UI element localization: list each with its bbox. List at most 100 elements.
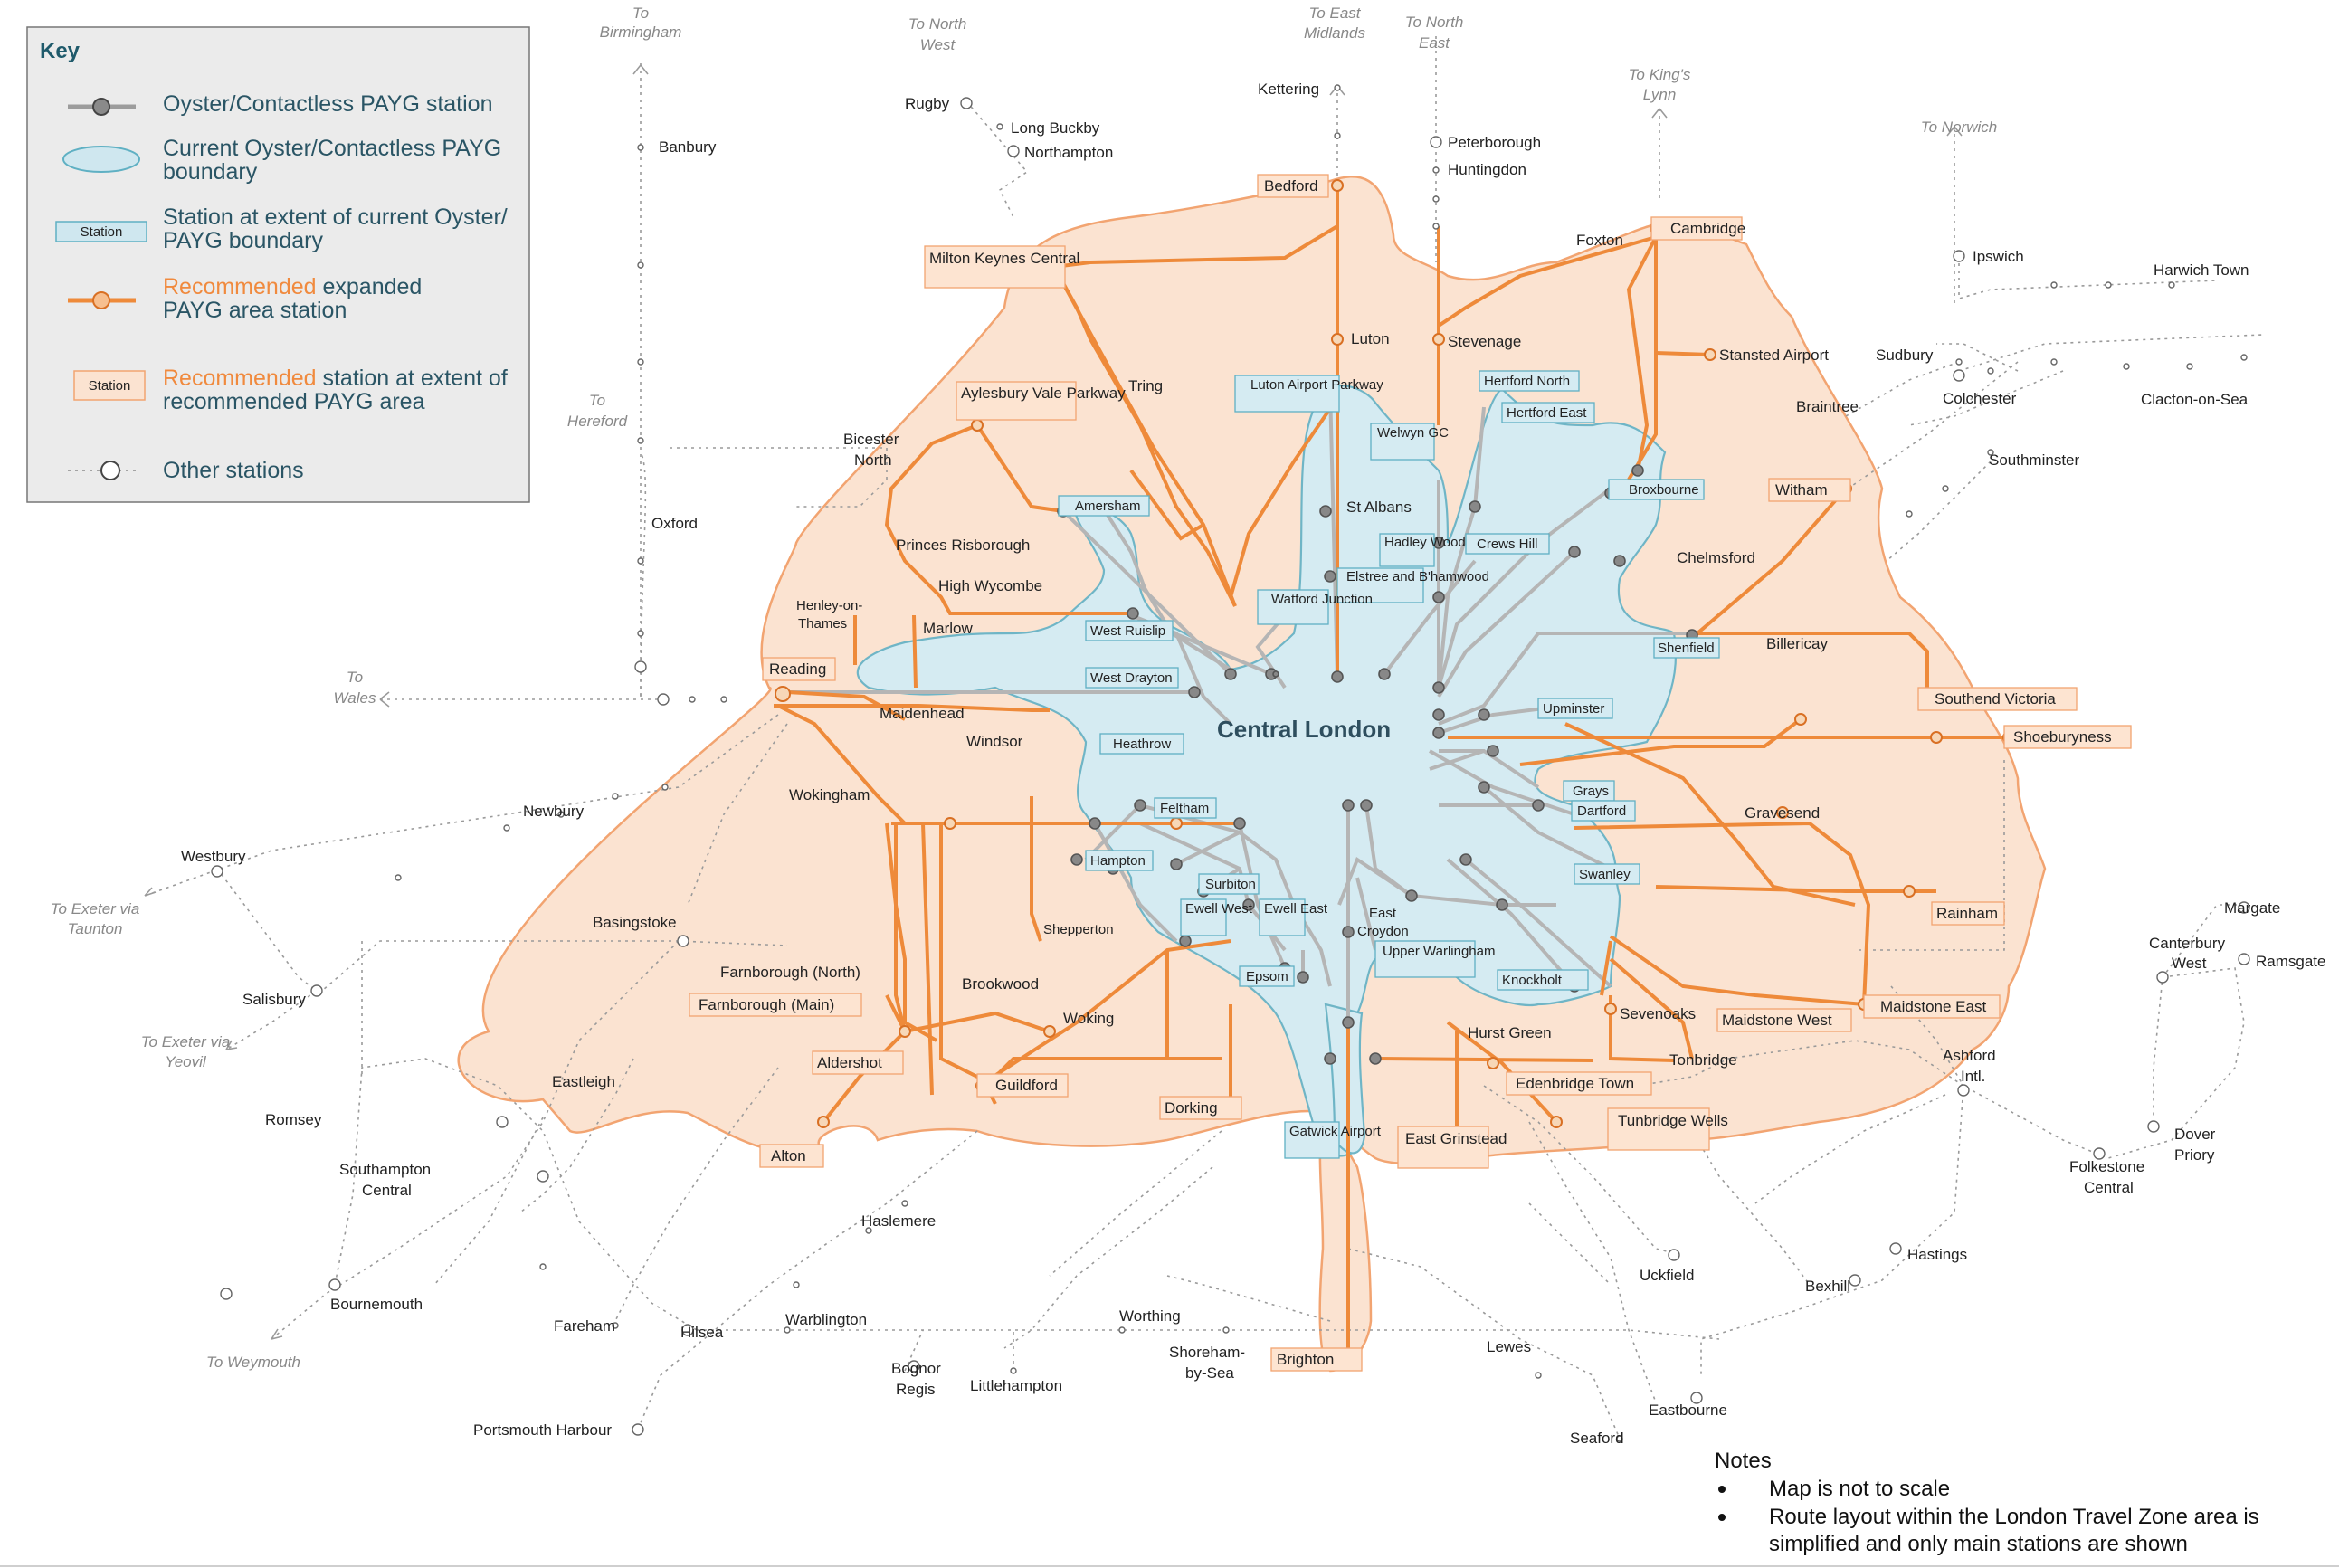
central-london-label: Central London bbox=[1217, 716, 1391, 743]
to-exeter-taunton-2: Taunton bbox=[68, 920, 123, 937]
current-boundary-labels: Amersham West Ruislip West Drayton Heath… bbox=[1058, 370, 1720, 1159]
to-exeter-yeovil-1: To Exeter via bbox=[141, 1033, 231, 1050]
station-dorking: Dorking bbox=[1165, 1099, 1218, 1117]
station-luton-airport-parkway: Luton Airport Parkway bbox=[1250, 377, 1383, 393]
station-hadley-wood: Hadley Wood bbox=[1384, 535, 1466, 550]
svg-text:Recommended station at extent: Recommended station at extent of bbox=[163, 366, 508, 391]
label-woking: Woking bbox=[1063, 1010, 1114, 1027]
station-guildford: Guildford bbox=[995, 1077, 1058, 1094]
to-east-midlands-1: To East bbox=[1308, 5, 1361, 22]
label-foxton: Foxton bbox=[1576, 232, 1623, 249]
key-recommended-extent-label-2: recommended PAYG area bbox=[163, 389, 425, 414]
station-dartford: Dartford bbox=[1577, 803, 1626, 819]
to-north-east-1: To North bbox=[1405, 14, 1464, 31]
label-stevenage: Stevenage bbox=[1448, 333, 1521, 350]
to-weymouth: To Weymouth bbox=[206, 1354, 300, 1371]
label-bognor-1: Bognor bbox=[891, 1360, 941, 1377]
key-current-extent-sample: Station bbox=[81, 224, 123, 240]
key-recommended-extent-label-1: station at extent of bbox=[317, 366, 508, 391]
station-grays: Grays bbox=[1573, 784, 1609, 799]
key-expanded-station-label-1: expanded bbox=[317, 274, 423, 299]
key-title: Key bbox=[40, 39, 81, 63]
to-kings-lynn-1: To King's bbox=[1629, 66, 1691, 83]
label-bicester-north-2: North bbox=[854, 451, 892, 469]
label-hastings: Hastings bbox=[1907, 1246, 1967, 1263]
label-shepperton: Shepperton bbox=[1043, 922, 1114, 937]
station-ewell-west: Ewell West bbox=[1185, 901, 1253, 917]
label-folkestone-2: Central bbox=[2084, 1179, 2134, 1196]
label-southampton-2: Central bbox=[362, 1182, 412, 1199]
label-billericay: Billericay bbox=[1766, 635, 1829, 652]
station-witham: Witham bbox=[1775, 481, 1828, 499]
label-dover-1: Dover bbox=[2174, 1126, 2216, 1143]
station-aylesbury-vale-parkway: Aylesbury Vale Parkway bbox=[961, 385, 1126, 402]
label-huntingdon: Huntingdon bbox=[1448, 161, 1526, 178]
map-key: Key Oyster/Contactless PAYG station Curr… bbox=[26, 26, 530, 503]
to-birmingham-1: To bbox=[632, 5, 649, 22]
label-sevenoaks: Sevenoaks bbox=[1620, 1005, 1696, 1022]
label-east-croydon-1: East bbox=[1369, 906, 1397, 921]
station-feltham: Feltham bbox=[1160, 801, 1209, 816]
label-eastleigh: Eastleigh bbox=[552, 1073, 615, 1090]
to-norwich: To Norwich bbox=[1921, 119, 1997, 136]
key-current-boundary-label-1: Current Oyster/Contactless PAYG bbox=[163, 136, 501, 161]
notes: Notes Map is not to scale Route layout w… bbox=[1715, 1449, 2259, 1556]
to-north-east-2: East bbox=[1419, 34, 1450, 52]
station-aldershot: Aldershot bbox=[817, 1054, 882, 1071]
label-ashford-2: Intl. bbox=[1961, 1068, 1985, 1085]
svg-text:Recommended expanded: Recommended expanded bbox=[163, 274, 422, 299]
label-east-croydon-2: Croydon bbox=[1357, 924, 1409, 939]
station-edenbridge-town: Edenbridge Town bbox=[1516, 1075, 1634, 1092]
to-birmingham-2: Birmingham bbox=[600, 24, 682, 41]
label-shoreham-1: Shoreham- bbox=[1169, 1344, 1245, 1361]
key-oyster-station-label: Oyster/Contactless PAYG station bbox=[163, 91, 493, 117]
label-romsey: Romsey bbox=[265, 1111, 322, 1128]
station-labels: Kettering Rugby Long Buckby Northampton … bbox=[181, 81, 2325, 1447]
label-southampton-1: Southampton bbox=[339, 1161, 431, 1178]
label-peterborough: Peterborough bbox=[1448, 134, 1541, 151]
label-bicester-north-1: Bicester bbox=[843, 431, 899, 448]
station-maidstone-west: Maidstone West bbox=[1722, 1012, 1832, 1029]
station-gatwick-airport: Gatwick Airport bbox=[1289, 1124, 1382, 1139]
station-heathrow: Heathrow bbox=[1113, 736, 1171, 752]
label-marlow: Marlow bbox=[923, 620, 974, 637]
station-maidstone-east: Maidstone East bbox=[1880, 998, 1986, 1015]
station-shoeburyness: Shoeburyness bbox=[2013, 728, 2112, 746]
label-portsmouth-harbour: Portsmouth Harbour bbox=[473, 1421, 612, 1439]
station-milton-keynes-central: Milton Keynes Central bbox=[929, 250, 1079, 267]
station-watford-junction: Watford Junction bbox=[1271, 592, 1373, 607]
station-west-drayton: West Drayton bbox=[1090, 670, 1173, 686]
station-rainham: Rainham bbox=[1936, 905, 1998, 922]
label-uckfield: Uckfield bbox=[1640, 1267, 1694, 1284]
label-westbury: Westbury bbox=[181, 848, 246, 865]
station-swanley: Swanley bbox=[1579, 867, 1631, 882]
label-folkestone-1: Folkestone bbox=[2069, 1158, 2144, 1175]
label-braintree: Braintree bbox=[1796, 398, 1859, 415]
label-ramsgate: Ramsgate bbox=[2256, 953, 2325, 970]
label-chelmsford: Chelmsford bbox=[1677, 549, 1755, 566]
label-oxford: Oxford bbox=[651, 515, 698, 532]
label-worthing: Worthing bbox=[1119, 1307, 1181, 1325]
label-bognor-2: Regis bbox=[896, 1381, 935, 1398]
label-southminster: Southminster bbox=[1989, 451, 2079, 469]
key-expanded-station-label-highlight: Recommended bbox=[163, 274, 317, 299]
label-tring: Tring bbox=[1128, 377, 1163, 394]
label-canterbury-west-2: West bbox=[2172, 955, 2207, 972]
station-epsom: Epsom bbox=[1246, 969, 1288, 984]
label-long-buckby: Long Buckby bbox=[1011, 119, 1100, 137]
label-warblington: Warblington bbox=[785, 1311, 867, 1328]
key-current-extent-label-1: Station at extent of current Oyster/ bbox=[163, 204, 508, 230]
station-crews-hill: Crews Hill bbox=[1477, 537, 1538, 552]
label-dover-2: Priory bbox=[2174, 1146, 2215, 1164]
label-sudbury: Sudbury bbox=[1876, 347, 1934, 364]
key-expanded-station-label-2: PAYG area station bbox=[163, 298, 347, 323]
label-ipswich: Ipswich bbox=[1973, 248, 2024, 265]
station-shenfield: Shenfield bbox=[1658, 641, 1715, 656]
label-tonbridge: Tonbridge bbox=[1669, 1051, 1737, 1069]
label-henley-1: Henley-on- bbox=[796, 598, 862, 613]
label-basingstoke: Basingstoke bbox=[593, 914, 677, 931]
station-west-ruislip: West Ruislip bbox=[1090, 623, 1165, 639]
label-windsor: Windsor bbox=[966, 733, 1023, 750]
to-east-midlands-2: Midlands bbox=[1304, 24, 1366, 42]
